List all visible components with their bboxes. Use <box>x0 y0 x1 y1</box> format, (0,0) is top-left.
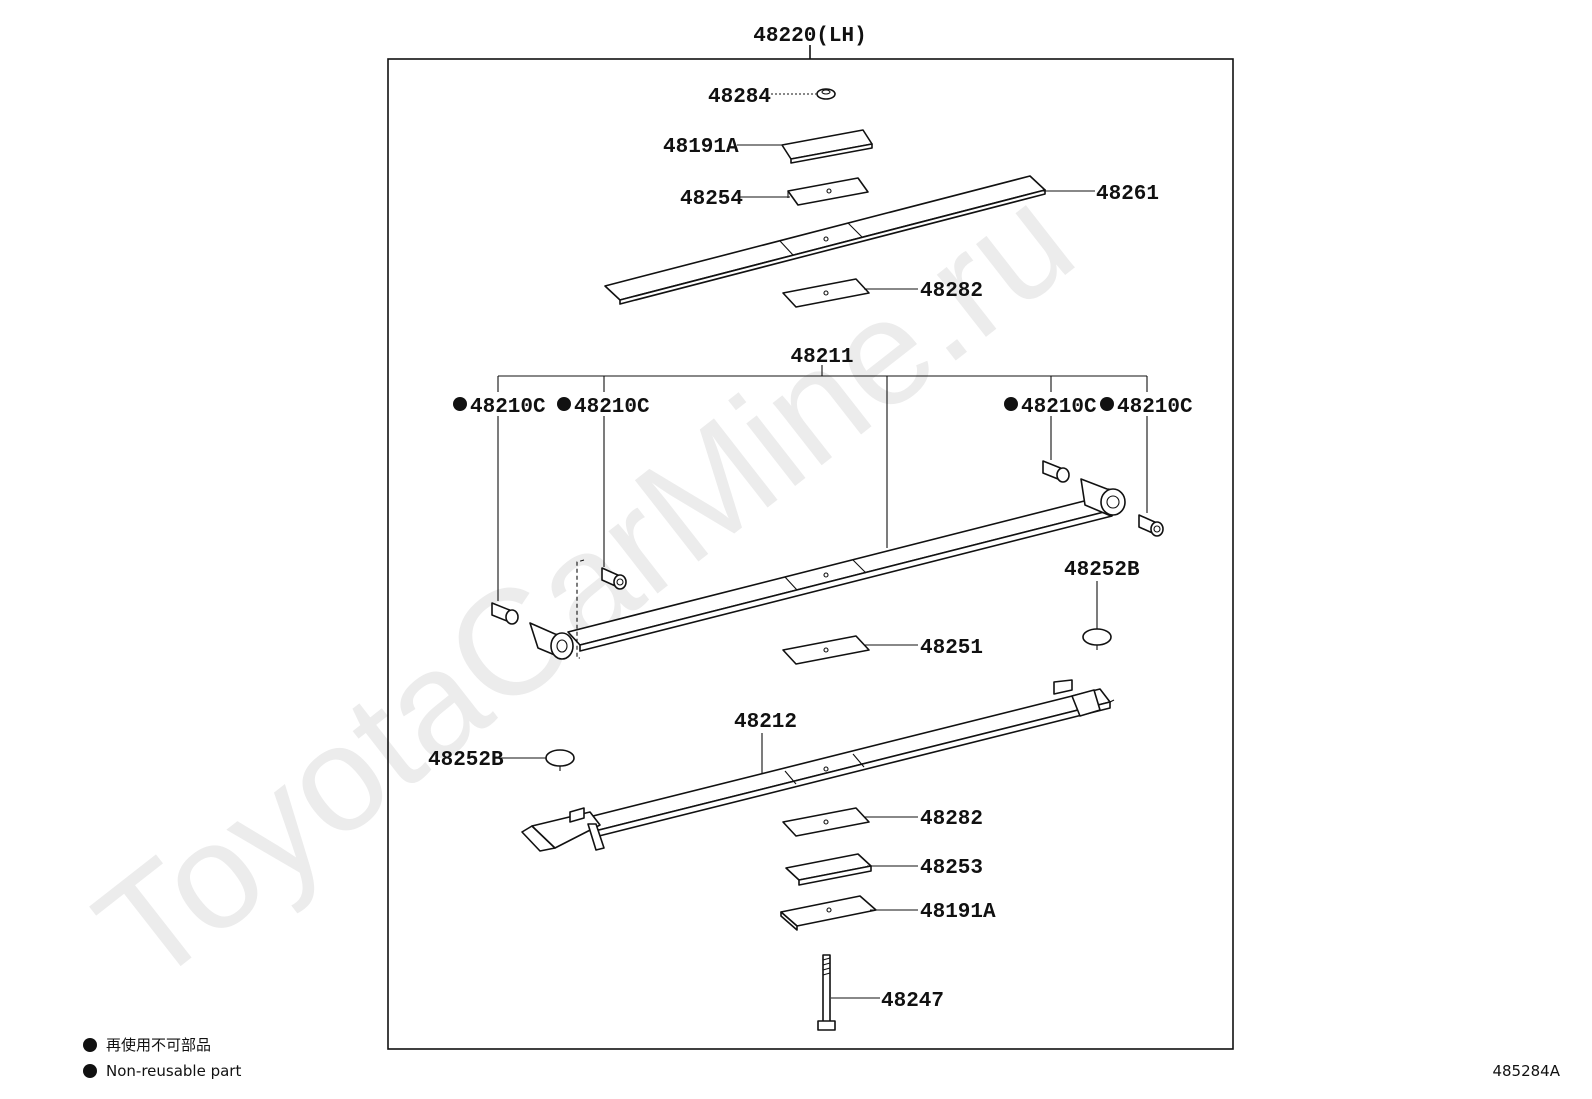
part-48261-top-leaf <box>604 175 1046 305</box>
callout-48252b-right[interactable]: 48252B <box>1064 559 1140 582</box>
part-48247-center-bolt <box>817 954 836 1031</box>
legend-item-en: Non-reusable part <box>106 1062 241 1080</box>
non-reusable-mark-2 <box>557 397 571 411</box>
callout-48210c-4[interactable]: 48210C <box>1117 396 1193 419</box>
callout-48282-bottom[interactable]: 48282 <box>920 808 983 831</box>
callout-48282-top[interactable]: 48282 <box>920 280 983 303</box>
callout-48284[interactable]: 48284 <box>708 86 771 109</box>
assembly-label[interactable]: 48220(LH) <box>753 25 866 48</box>
part-48212-second-leaf <box>521 679 1115 852</box>
non-reusable-mark-4 <box>1100 397 1114 411</box>
part-48284-nut <box>816 88 836 100</box>
callout-48191a-bottom[interactable]: 48191A <box>920 901 996 924</box>
callout-48210c-1[interactable]: 48210C <box>470 396 546 419</box>
non-reusable-mark-3 <box>1004 397 1018 411</box>
part-48191a-pad-bottom <box>780 895 877 931</box>
callout-48210c-2[interactable]: 48210C <box>574 396 650 419</box>
image-code: 485284A <box>1492 1062 1560 1080</box>
part-48210c-bushing-2 <box>601 567 627 590</box>
non-reusable-mark-1 <box>453 397 467 411</box>
callout-48191a-top[interactable]: 48191A <box>663 136 739 159</box>
part-48252b-bumper-right <box>1082 628 1112 650</box>
part-48282-pad-bottom <box>782 807 870 837</box>
callout-48210c-3[interactable]: 48210C <box>1021 396 1097 419</box>
callout-48253[interactable]: 48253 <box>920 857 983 880</box>
filled-circle-icon <box>83 1038 97 1052</box>
callout-48211[interactable]: 48211 <box>790 346 853 369</box>
legend: 再使用不可部品 Non-reusable part <box>83 1036 241 1080</box>
callout-48261[interactable]: 48261 <box>1096 183 1159 206</box>
callout-48254[interactable]: 48254 <box>680 188 743 211</box>
part-48253-pad <box>785 853 872 886</box>
callout-48212[interactable]: 48212 <box>734 711 797 734</box>
part-48282-pad-top <box>782 278 870 308</box>
callout-48252b-left[interactable]: 48252B <box>428 749 504 772</box>
part-48210c-bushing-3 <box>1042 460 1070 483</box>
part-48210c-bushing-4 <box>1138 514 1164 537</box>
callout-48251[interactable]: 48251 <box>920 637 983 660</box>
legend-item-ja: 再使用不可部品 <box>106 1036 211 1054</box>
part-48251-pad <box>782 635 870 665</box>
part-48210c-bushing-1 <box>491 602 519 625</box>
part-48191a-pad-top <box>781 129 873 164</box>
callout-48247[interactable]: 48247 <box>881 990 944 1013</box>
filled-circle-icon <box>83 1064 97 1078</box>
part-48211-main-leaf <box>529 478 1126 660</box>
part-48254-plate <box>787 177 869 206</box>
part-48252b-bumper-left <box>545 749 575 771</box>
